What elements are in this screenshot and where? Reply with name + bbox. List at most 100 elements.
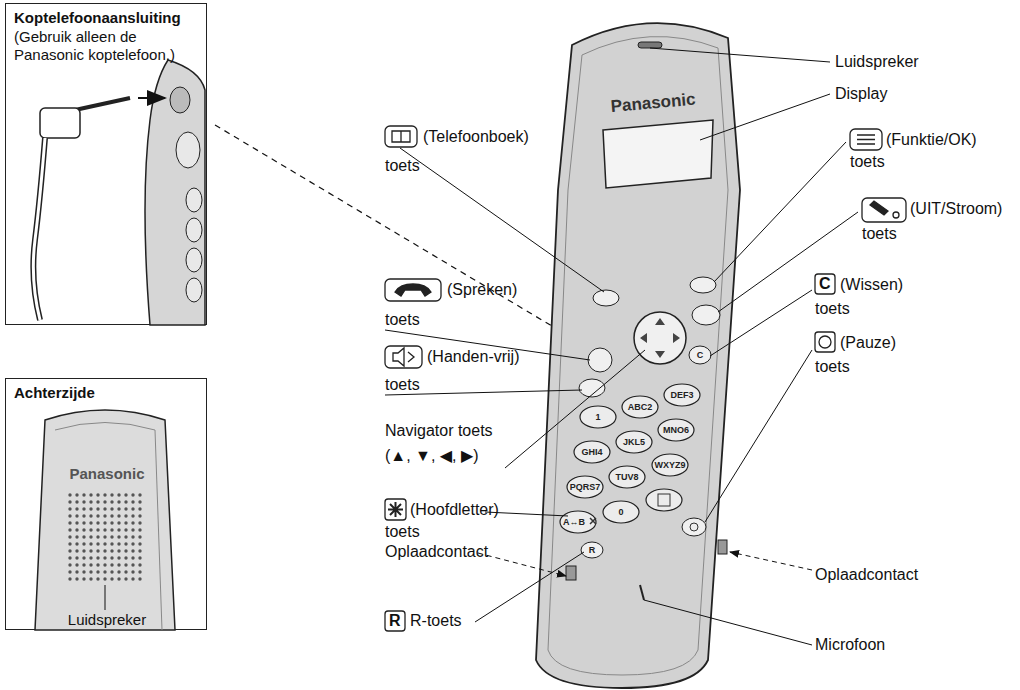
inset-note: (Gebruik alleen de Panasonic koptelefoon… [14,28,189,64]
key-label: 0 [618,507,623,517]
key-word: toets [385,523,420,541]
keypad-key [646,489,682,511]
keypad-key [567,476,603,498]
pause-symbol [819,336,831,348]
leader-line [710,290,812,356]
grille-dot [138,528,141,531]
grille-dot [131,570,134,573]
talk-symbol [395,284,431,296]
grille-dot [82,500,85,503]
off-button [692,305,720,325]
grille-dot [103,493,106,496]
grille-dot [117,577,120,580]
grille-dot [110,500,113,503]
grille-dot [138,570,141,573]
key-label: C [697,350,704,360]
grille-dot [75,521,78,524]
leader-line [644,600,812,645]
grille-dot [117,521,120,524]
grille-dot [82,577,85,580]
key-icon [385,279,441,301]
grille-dot [82,535,85,538]
grille-dot [75,549,78,552]
key-icon [385,126,417,147]
grille-dot [103,500,106,503]
grille-dot [75,514,78,517]
grille-dot [96,549,99,552]
grille-dot [103,577,106,580]
pause-symbol [690,523,698,531]
side-key [186,188,202,212]
display-screen [603,120,713,188]
key-letter: C [819,275,831,293]
grille-dot [124,570,127,573]
key-label: 1 [595,412,600,422]
grille-dot [131,521,134,524]
grille-dot [131,577,134,580]
back-contour [55,423,162,631]
grille-dot [131,514,134,517]
leader-line [650,48,830,62]
grille-dot [117,549,120,552]
key-label: MNO6 [663,425,689,435]
r-button [581,542,603,558]
grille-dot [96,493,99,496]
inset-heading: Koptelefoonaansluiting [14,9,204,27]
grille-dot [110,493,113,496]
grille-dot [103,528,106,531]
off-symbol [870,201,888,215]
key-word: toets [815,358,850,376]
grille-dot [131,542,134,545]
grille-dot [75,542,78,545]
grille-dot [103,521,106,524]
key-name: (Hoofdletter) [410,501,499,519]
grille-dot [117,500,120,503]
grille-dot [75,535,78,538]
key-label: R [589,545,596,555]
grille-dot [89,570,92,573]
grille-dot [75,556,78,559]
keypad-key [652,454,688,476]
grille-dot [82,514,85,517]
grille-dot [103,563,106,566]
grille-dot [117,542,120,545]
grille-dot [131,549,134,552]
grille-dot [124,528,127,531]
grille-dot [68,563,71,566]
keypad-key [616,431,652,453]
key-label: JKL5 [623,437,645,447]
grille-dot [82,542,85,545]
grille-dot [96,563,99,566]
grille-dot [89,493,92,496]
key-name: (Spreken) [447,281,517,299]
grille-dot [68,521,71,524]
grille-dot [96,556,99,559]
grille-dot [96,500,99,503]
book-symbol [392,131,410,142]
grille-dot [138,500,141,503]
grille-dot [124,507,127,510]
grille-dot [131,563,134,566]
microphone-hole [640,585,644,600]
pause-button [682,518,706,536]
grille-dot [110,556,113,559]
key-icon [862,198,906,222]
grille-dot [96,542,99,545]
keypad-key [574,441,610,463]
key-word: toets [385,311,420,329]
grille-dot [124,521,127,524]
key-word: toets [862,225,897,243]
power-symbol [893,212,899,218]
grille-dot [117,556,120,559]
leader-lines [385,48,858,645]
grille-dot [82,563,85,566]
star-symbol [388,502,403,517]
part-name: Luidspreker [6,611,208,629]
grille-dot [117,528,120,531]
key-label: PQRS7 [570,482,601,492]
keypad-key [622,396,658,418]
grille-dot [89,549,92,552]
earpiece [638,42,662,48]
grille-dot [75,563,78,566]
part-name: Oplaadcontact [815,566,918,584]
